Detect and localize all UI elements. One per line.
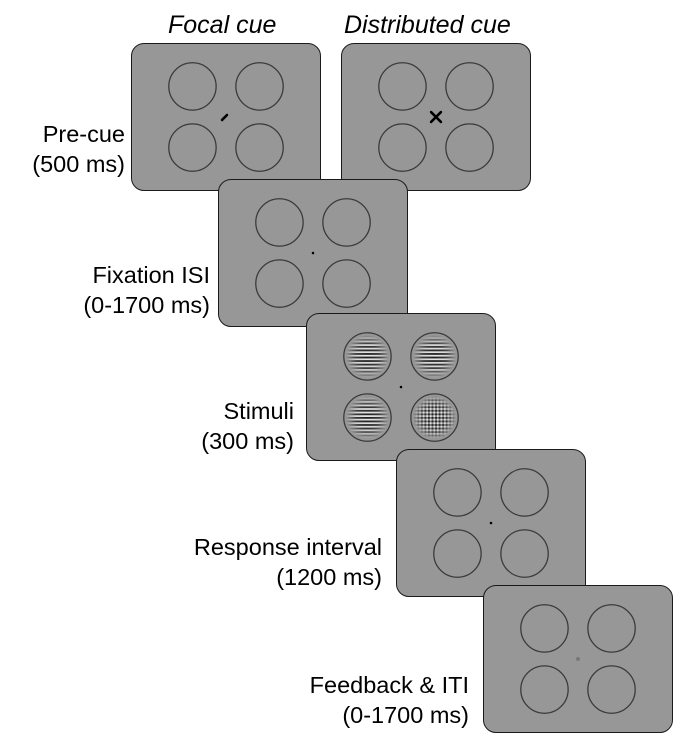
focal-cue-label: Focal cue xyxy=(168,11,277,39)
feedback-iti-screen xyxy=(483,585,673,733)
grating-stimulus xyxy=(410,332,459,381)
pre-cue-label: Pre-cue (500 ms) xyxy=(32,119,125,179)
placeholder-circle xyxy=(378,62,427,111)
placeholder-circle xyxy=(255,198,304,247)
placeholder-circle xyxy=(322,259,371,308)
screen-canvas xyxy=(255,198,371,308)
pre-cue-name: Pre-cue xyxy=(42,121,125,147)
pre-cue-distributed-screen xyxy=(341,43,531,191)
distributed-cue-mark xyxy=(429,110,443,124)
feedback-dot xyxy=(576,657,580,661)
placeholder-circle xyxy=(500,529,549,578)
stimuli-label: Stimuli (300 ms) xyxy=(201,396,294,456)
pre-cue-focal-screen xyxy=(131,43,321,191)
placeholder-circle xyxy=(445,62,494,111)
placeholder-circle xyxy=(445,123,494,172)
screen-canvas xyxy=(378,62,494,172)
grating-stimulus xyxy=(343,332,392,381)
feedback-iti-duration: (0-1700 ms) xyxy=(342,702,469,728)
fixation-dot xyxy=(311,251,315,255)
screen-canvas xyxy=(343,332,459,442)
stimuli-duration: (300 ms) xyxy=(201,428,294,454)
fixation-dot xyxy=(399,385,403,389)
distributed-cue-label: Distributed cue xyxy=(344,11,511,39)
placeholder-circle xyxy=(520,665,569,714)
placeholder-circle xyxy=(520,604,569,653)
response-interval-duration: (1200 ms) xyxy=(276,564,382,590)
grating-stimulus xyxy=(410,393,459,442)
fixation-isi-duration: (0-1700 ms) xyxy=(83,292,210,318)
focal-cue-mark xyxy=(220,113,229,122)
pre-cue-duration: (500 ms) xyxy=(32,151,125,177)
response-interval-name: Response interval xyxy=(193,534,382,560)
placeholder-circle xyxy=(168,123,217,172)
grating-stimulus xyxy=(343,393,392,442)
fixation-dot xyxy=(489,521,493,525)
screen-canvas xyxy=(168,62,284,172)
placeholder-circle xyxy=(433,468,482,517)
feedback-iti-label: Feedback & ITI (0-1700 ms) xyxy=(310,670,469,730)
placeholder-circle xyxy=(235,123,284,172)
placeholder-circle xyxy=(433,529,482,578)
response-interval-screen xyxy=(396,449,586,597)
placeholder-circle xyxy=(587,604,636,653)
screen-canvas xyxy=(433,468,549,578)
fixation-isi-screen xyxy=(218,179,408,327)
placeholder-circle xyxy=(322,198,371,247)
placeholder-circle xyxy=(587,665,636,714)
placeholder-circle xyxy=(500,468,549,517)
fixation-isi-label: Fixation ISI (0-1700 ms) xyxy=(83,260,210,320)
placeholder-circle xyxy=(255,259,304,308)
stimuli-name: Stimuli xyxy=(223,398,294,424)
response-interval-label: Response interval (1200 ms) xyxy=(194,532,382,592)
fixation-isi-name: Fixation ISI xyxy=(92,262,210,288)
screen-canvas xyxy=(520,604,636,714)
placeholder-circle xyxy=(235,62,284,111)
placeholder-circle xyxy=(168,62,217,111)
placeholder-circle xyxy=(378,123,427,172)
stimuli-screen xyxy=(306,313,496,461)
feedback-iti-name: Feedback & ITI xyxy=(309,672,469,698)
